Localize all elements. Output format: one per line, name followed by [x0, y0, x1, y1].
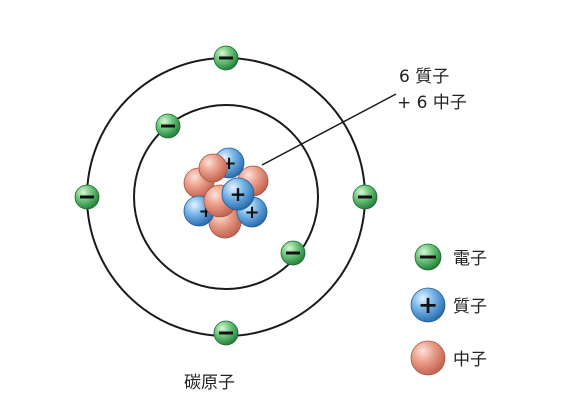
electron: [280, 240, 306, 266]
electron: [155, 113, 181, 139]
legend-proton-plus: +: [418, 291, 438, 319]
nucleus-pointer-line: [261, 93, 397, 166]
nucleus: + + + +: [183, 147, 269, 239]
neutron: [198, 153, 228, 183]
legend-neutron-swatch: [410, 340, 446, 376]
proton-plus-sign: +: [244, 202, 259, 223]
legend-electron-label: 電子: [453, 249, 487, 269]
legend-proton-label: 質子: [453, 297, 487, 317]
legend-neutron-label: 中子: [453, 350, 487, 370]
legend: 電子 + 質子 中子: [410, 243, 487, 376]
electron: [213, 320, 239, 346]
diagram-caption: 碳原子: [184, 373, 235, 393]
electron: [352, 184, 378, 210]
legend-proton-swatch: +: [410, 287, 446, 323]
nucleus-label-neutrons: + 6 中子: [397, 93, 467, 113]
inner-orbit: [133, 104, 319, 290]
electron: [74, 184, 100, 210]
legend-electron-swatch: [414, 243, 442, 271]
proton-plus-sign: +: [230, 182, 247, 206]
proton: [221, 177, 255, 211]
electron: [213, 45, 239, 71]
nucleus-label-protons: 6 質子: [399, 67, 449, 87]
